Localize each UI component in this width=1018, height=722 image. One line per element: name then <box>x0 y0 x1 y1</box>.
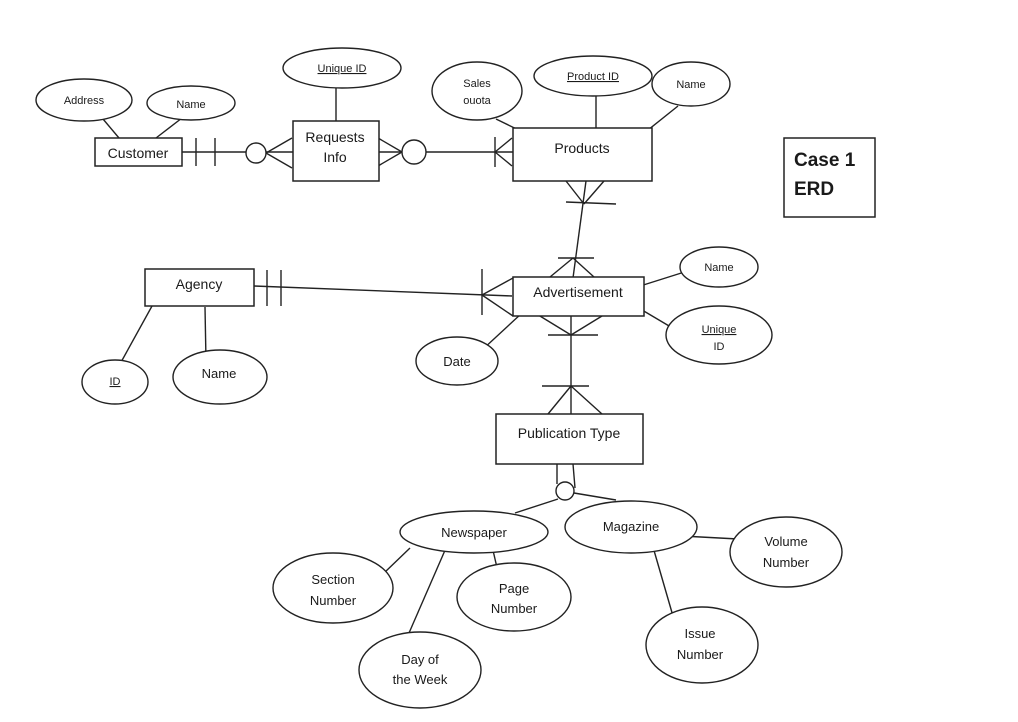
entity-label: Products <box>554 140 609 156</box>
attribute-label: Name <box>704 262 733 274</box>
attribute-date[interactable]: Date <box>415 336 499 386</box>
attribute-product-id[interactable]: Product ID <box>533 55 653 97</box>
attribute-label: Number <box>310 593 357 608</box>
subtype-newspaper[interactable]: Newspaper <box>399 510 549 554</box>
relationship-lines <box>172 137 617 514</box>
connector-newspaper-day <box>408 547 447 634</box>
attribute-label: ouota <box>463 95 491 107</box>
entity-label: Publication Type <box>518 425 621 441</box>
rel-requests-products <box>377 137 518 167</box>
attribute-label: Issue <box>684 626 715 641</box>
attribute-customer-name[interactable]: Name <box>146 85 236 121</box>
entity-label: Agency <box>176 276 223 292</box>
attribute-agency-name[interactable]: Name <box>172 349 268 405</box>
entity-advertisement[interactable]: Advertisement <box>512 276 645 317</box>
rel-publication-subtypes <box>514 463 617 514</box>
entity-label: Requests <box>305 129 364 145</box>
entity-requests-info[interactable]: Requests Info <box>292 120 380 182</box>
subtype-magazine[interactable]: Magazine <box>564 500 698 554</box>
entity-label: Customer <box>108 145 169 161</box>
attribute-label: Name <box>202 366 237 381</box>
attribute-label: ID <box>110 376 121 388</box>
attribute-label: Page <box>499 581 529 596</box>
attribute-product-name[interactable]: Name <box>651 61 731 107</box>
connector-customer-address <box>102 118 120 139</box>
attribute-address[interactable]: Address <box>35 78 133 122</box>
attribute-label: Number <box>763 555 810 570</box>
subtype-label: Magazine <box>603 519 659 534</box>
attribute-label: Product ID <box>567 71 619 83</box>
attribute-label: Number <box>491 601 538 616</box>
rel-customer-requests <box>172 137 299 169</box>
attribute-volume-number[interactable]: Volume Number <box>729 516 843 588</box>
attribute-label: Volume <box>764 534 807 549</box>
entity-customer[interactable]: Customer <box>94 137 183 167</box>
diagram-title-box: Case 1 ERD <box>783 137 876 218</box>
attribute-label: Sales <box>463 78 491 90</box>
attribute-label: Name <box>176 99 205 111</box>
attribute-advertisement-name[interactable]: Name <box>679 246 759 288</box>
subtype-label: Newspaper <box>441 525 507 540</box>
entity-label: Info <box>323 149 347 165</box>
subtype-symbol <box>555 481 575 501</box>
diagram-title-line: Case 1 <box>794 150 856 171</box>
entity-label: Advertisement <box>533 284 623 300</box>
attribute-label: Number <box>677 647 724 662</box>
attribute-label: Unique <box>702 324 737 336</box>
attribute-day-of-week[interactable]: Day of the Week <box>358 631 482 709</box>
connector-newspaper-section <box>383 547 411 574</box>
entity-products[interactable]: Products <box>512 127 653 182</box>
attribute-issue-number[interactable]: Issue Number <box>645 606 759 684</box>
diagram-title-line: ERD <box>794 179 834 200</box>
rel-advertisement-publication <box>534 307 603 415</box>
attribute-label: Address <box>64 95 105 107</box>
attribute-advertisement-unique-id[interactable]: Unique ID <box>665 305 773 365</box>
rel-agency-advertisement <box>253 269 514 317</box>
zero-optional-symbol <box>401 139 427 165</box>
connector-customer-name <box>155 117 183 139</box>
zero-optional-symbol <box>245 142 267 164</box>
attribute-requests-unique-id[interactable]: Unique ID <box>282 47 402 89</box>
attribute-sales-quota[interactable]: Sales ouota <box>431 61 523 121</box>
entity-agency[interactable]: Agency <box>144 268 255 307</box>
attribute-agency-id[interactable]: ID <box>81 359 149 405</box>
attribute-page-number[interactable]: Page Number <box>456 562 572 632</box>
attribute-label: Date <box>443 354 470 369</box>
entity-publication-type[interactable]: Publication Type <box>495 413 644 465</box>
connector-advert-date <box>481 312 523 351</box>
connector-magazine-issue <box>652 546 676 624</box>
rel-products-advertisement <box>549 180 617 279</box>
attribute-label: Unique ID <box>318 63 367 75</box>
attribute-label: Section <box>311 572 354 587</box>
attribute-label: Day of <box>401 652 439 667</box>
attribute-label: Name <box>676 79 705 91</box>
attribute-label: ID <box>714 341 725 353</box>
connector-agency-id <box>119 296 158 365</box>
attribute-label: the Week <box>393 672 448 687</box>
attribute-section-number[interactable]: Section Number <box>272 552 394 624</box>
